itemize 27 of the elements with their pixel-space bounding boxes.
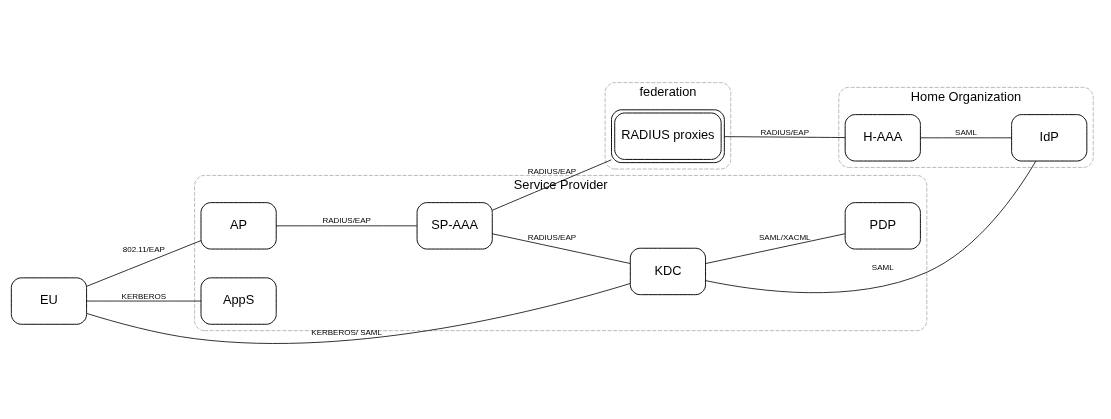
edge-label: RADIUS/EAP: [527, 166, 577, 176]
connector: [491, 232, 631, 264]
node-box: PDP: [844, 201, 921, 250]
node-box: IdP: [1011, 113, 1088, 161]
edge-label: SAML: [871, 262, 894, 272]
node-box: EU: [10, 276, 88, 325]
node-box: KDC: [629, 247, 706, 295]
edge-label: SAML/XACML: [758, 232, 811, 242]
connector: [491, 158, 612, 211]
connector: [86, 239, 202, 287]
connector: [275, 224, 418, 226]
connector: [86, 282, 631, 344]
connector: [705, 232, 846, 264]
edge-label: 802.11/EAP: [122, 244, 165, 254]
connector: [86, 300, 202, 301]
node-box: AP: [200, 201, 277, 250]
edge-label: RADIUS/EAP: [322, 215, 371, 225]
edge-label: RADIUS/EAP: [760, 127, 809, 137]
connector: [724, 135, 846, 138]
edge-label: KERBEROS: [121, 291, 167, 301]
node-box: H-AAA: [844, 113, 921, 161]
node-box: SP-AAA: [416, 201, 493, 250]
connector: [705, 160, 1037, 293]
edge-label: RADIUS/EAP: [527, 232, 577, 242]
connector: [920, 136, 1012, 138]
node-box: AppS: [200, 276, 277, 325]
edge-label: SAML: [955, 127, 977, 137]
